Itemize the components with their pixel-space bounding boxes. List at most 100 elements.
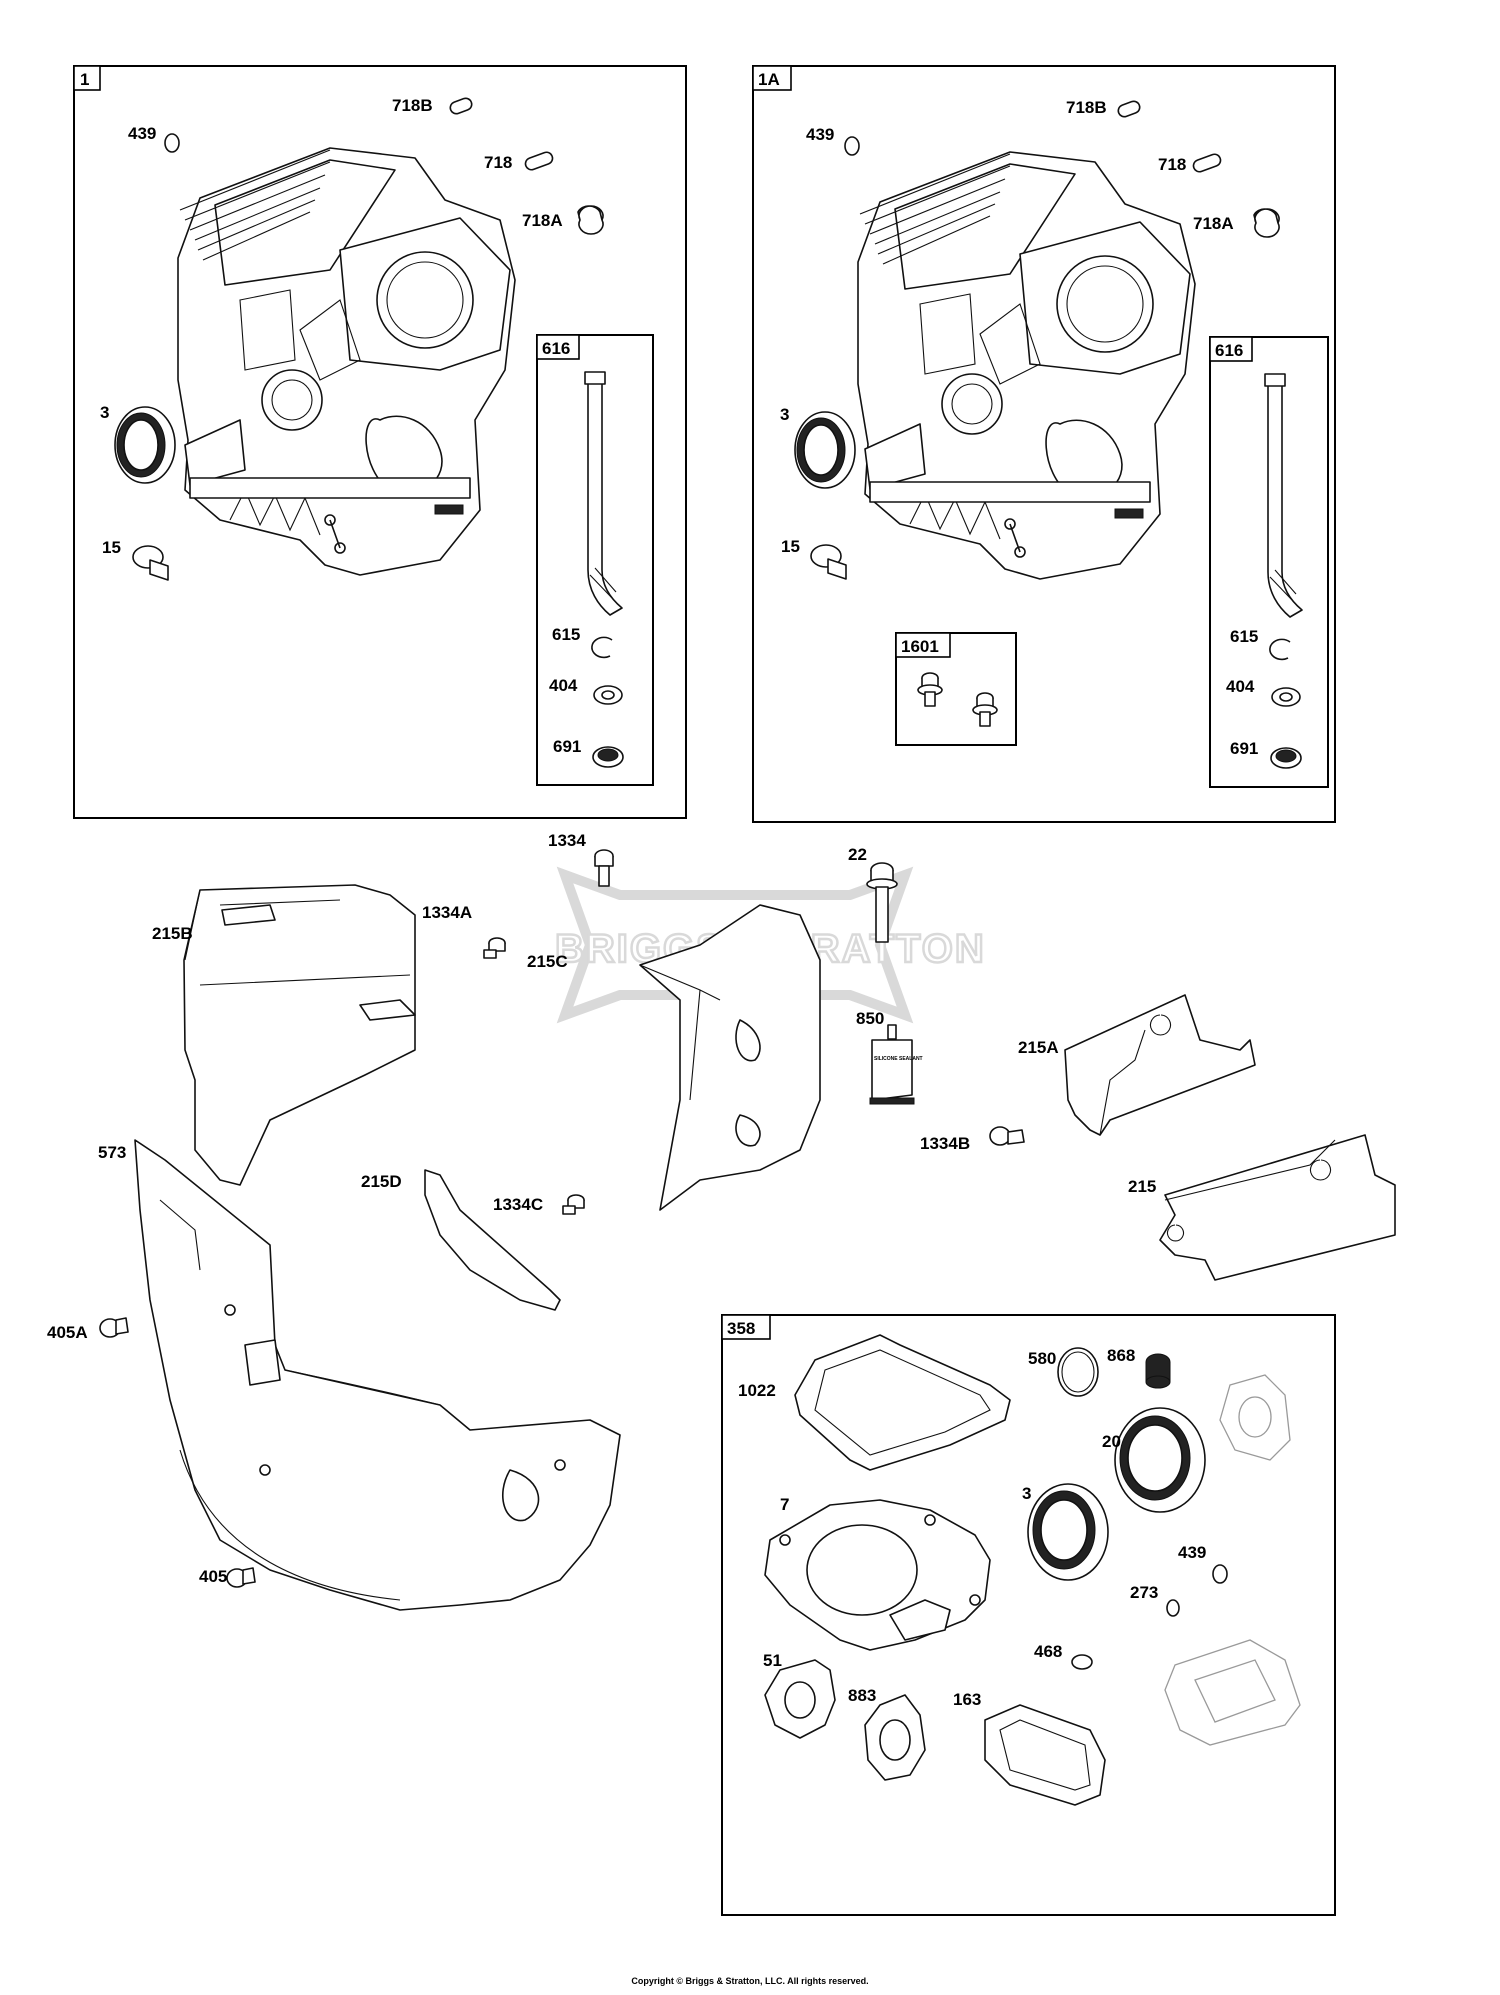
pin-718b-1a-icon [1117,100,1141,118]
callout-883: 883 [848,1686,876,1705]
bracket-215-icon [1159,1134,1396,1281]
plug-15-1a-icon [810,544,847,580]
group-1-frame [73,65,687,819]
pin-718-1a-icon [1192,153,1222,173]
front-plate-573-icon [134,1139,621,1611]
oil-seal-20-icon [1114,1407,1206,1513]
group-1601-tag [895,632,951,658]
callout-718: 718 [484,153,512,172]
callout-580: 580 [1028,1349,1056,1368]
group-358-label: 358 [727,1319,755,1338]
callout-15-1a: 15 [781,537,800,556]
callout-404: 404 [549,676,578,695]
callout-7: 7 [780,1495,789,1514]
callout-215: 215 [1128,1177,1156,1196]
callout-3b: 3 [1022,1484,1031,1503]
group-1a-frame [752,65,1336,823]
bolt-1334b-icon [989,1126,1025,1146]
callout-573: 573 [98,1143,126,1162]
pin-718b-icon [449,97,473,115]
callout-615: 615 [552,625,580,644]
callout-22: 22 [848,845,867,864]
callout-718a: 718A [522,211,563,230]
oring-439-1a-icon [844,136,860,156]
oil-seal-3-1a-icon [794,411,856,489]
callout-718-1a: 718 [1158,155,1186,174]
gasket-883-icon [864,1694,926,1781]
callout-718a-1a: 718A [1193,214,1234,233]
group-1a-label: 1A [758,70,780,89]
shroud-215c-icon [639,904,821,1211]
sealant-label: SILICONE SEALANT [874,1056,923,1062]
bolt-405-icon [226,1567,256,1588]
callout-439: 439 [128,124,156,143]
sealant-tube-850-icon: SILICONE SEALANT [869,1024,923,1105]
dipstick-tube-616-1a-icon [1264,373,1303,618]
callout-615-1a: 615 [1230,627,1258,646]
baffle-215d-icon [424,1169,561,1311]
group-616-1a-frame [1209,336,1329,788]
group-1601-frame [895,632,1017,746]
callout-718b: 718B [392,96,433,115]
clip-615-icon [591,636,613,659]
callout-273: 273 [1130,1583,1158,1602]
gasket-163-icon [984,1704,1106,1806]
seal-691-icon [592,746,624,768]
callout-718b-1a: 718B [1066,98,1107,117]
callout-20: 20 [1102,1432,1121,1451]
callout-439-1a: 439 [806,125,834,144]
oring-439-icon [164,133,180,153]
bolt-1334-icon [594,849,614,887]
clip-615-1a-icon [1269,638,1291,661]
callout-51: 51 [763,1651,782,1670]
callout-405: 405 [199,1567,227,1586]
bolt-1334c-icon [562,1194,585,1215]
callout-850: 850 [856,1009,884,1028]
callout-439b: 439 [1178,1543,1206,1562]
group-358-frame [721,1314,1336,1916]
seal-691-1a-icon [1270,747,1302,769]
oil-seal-3b-icon [1027,1483,1109,1581]
crankcase-1a-drawing [857,151,1196,580]
shroud-215b-icon [183,884,416,1186]
gasket-51-icon [764,1659,836,1739]
group-1-tag [73,65,101,91]
gasket-grey-1-icon [1219,1374,1291,1461]
callout-1334a: 1334A [422,903,472,922]
callout-1334b: 1334B [920,1134,970,1153]
plug-15-icon [132,545,169,581]
group-616-1a-tag [1209,336,1253,362]
group-616-frame [536,334,654,786]
bolt-1601a-icon [917,672,943,707]
callout-215b: 215B [152,924,193,943]
callout-868: 868 [1107,1346,1135,1365]
group-616-1a-label: 616 [1215,341,1243,360]
callout-691: 691 [553,737,581,756]
callout-691-1a: 691 [1230,739,1258,758]
gasket-1022-icon [794,1334,1011,1471]
dipstick-tube-616-icon [584,371,623,616]
bolt-22-icon [866,862,898,943]
valve-seal-868-icon [1145,1353,1171,1389]
oil-seal-3-icon [114,406,176,484]
callout-3: 3 [100,403,109,422]
oring-580-icon [1057,1347,1099,1397]
group-358-tag [721,1314,771,1340]
callout-15: 15 [102,538,121,557]
bolt-1601b-icon [972,692,998,727]
callout-1022: 1022 [738,1381,776,1400]
callout-1334: 1334 [548,831,586,850]
oring-439b-icon [1212,1564,1228,1584]
head-gasket-7-icon [764,1499,991,1651]
pin-718-icon [524,151,554,171]
bolt-1334a-icon [483,937,506,959]
callout-3-1a: 3 [780,405,789,424]
callout-405a: 405A [47,1323,88,1342]
callout-215d: 215D [361,1172,402,1191]
callout-468: 468 [1034,1642,1062,1661]
dowel-718a-1a-icon [1253,208,1280,238]
copyright-footer: Copyright © Briggs & Stratton, LLC. All … [631,1976,869,1986]
callout-404-1a: 404 [1226,677,1255,696]
gasket-grey-2-icon [1164,1639,1301,1746]
